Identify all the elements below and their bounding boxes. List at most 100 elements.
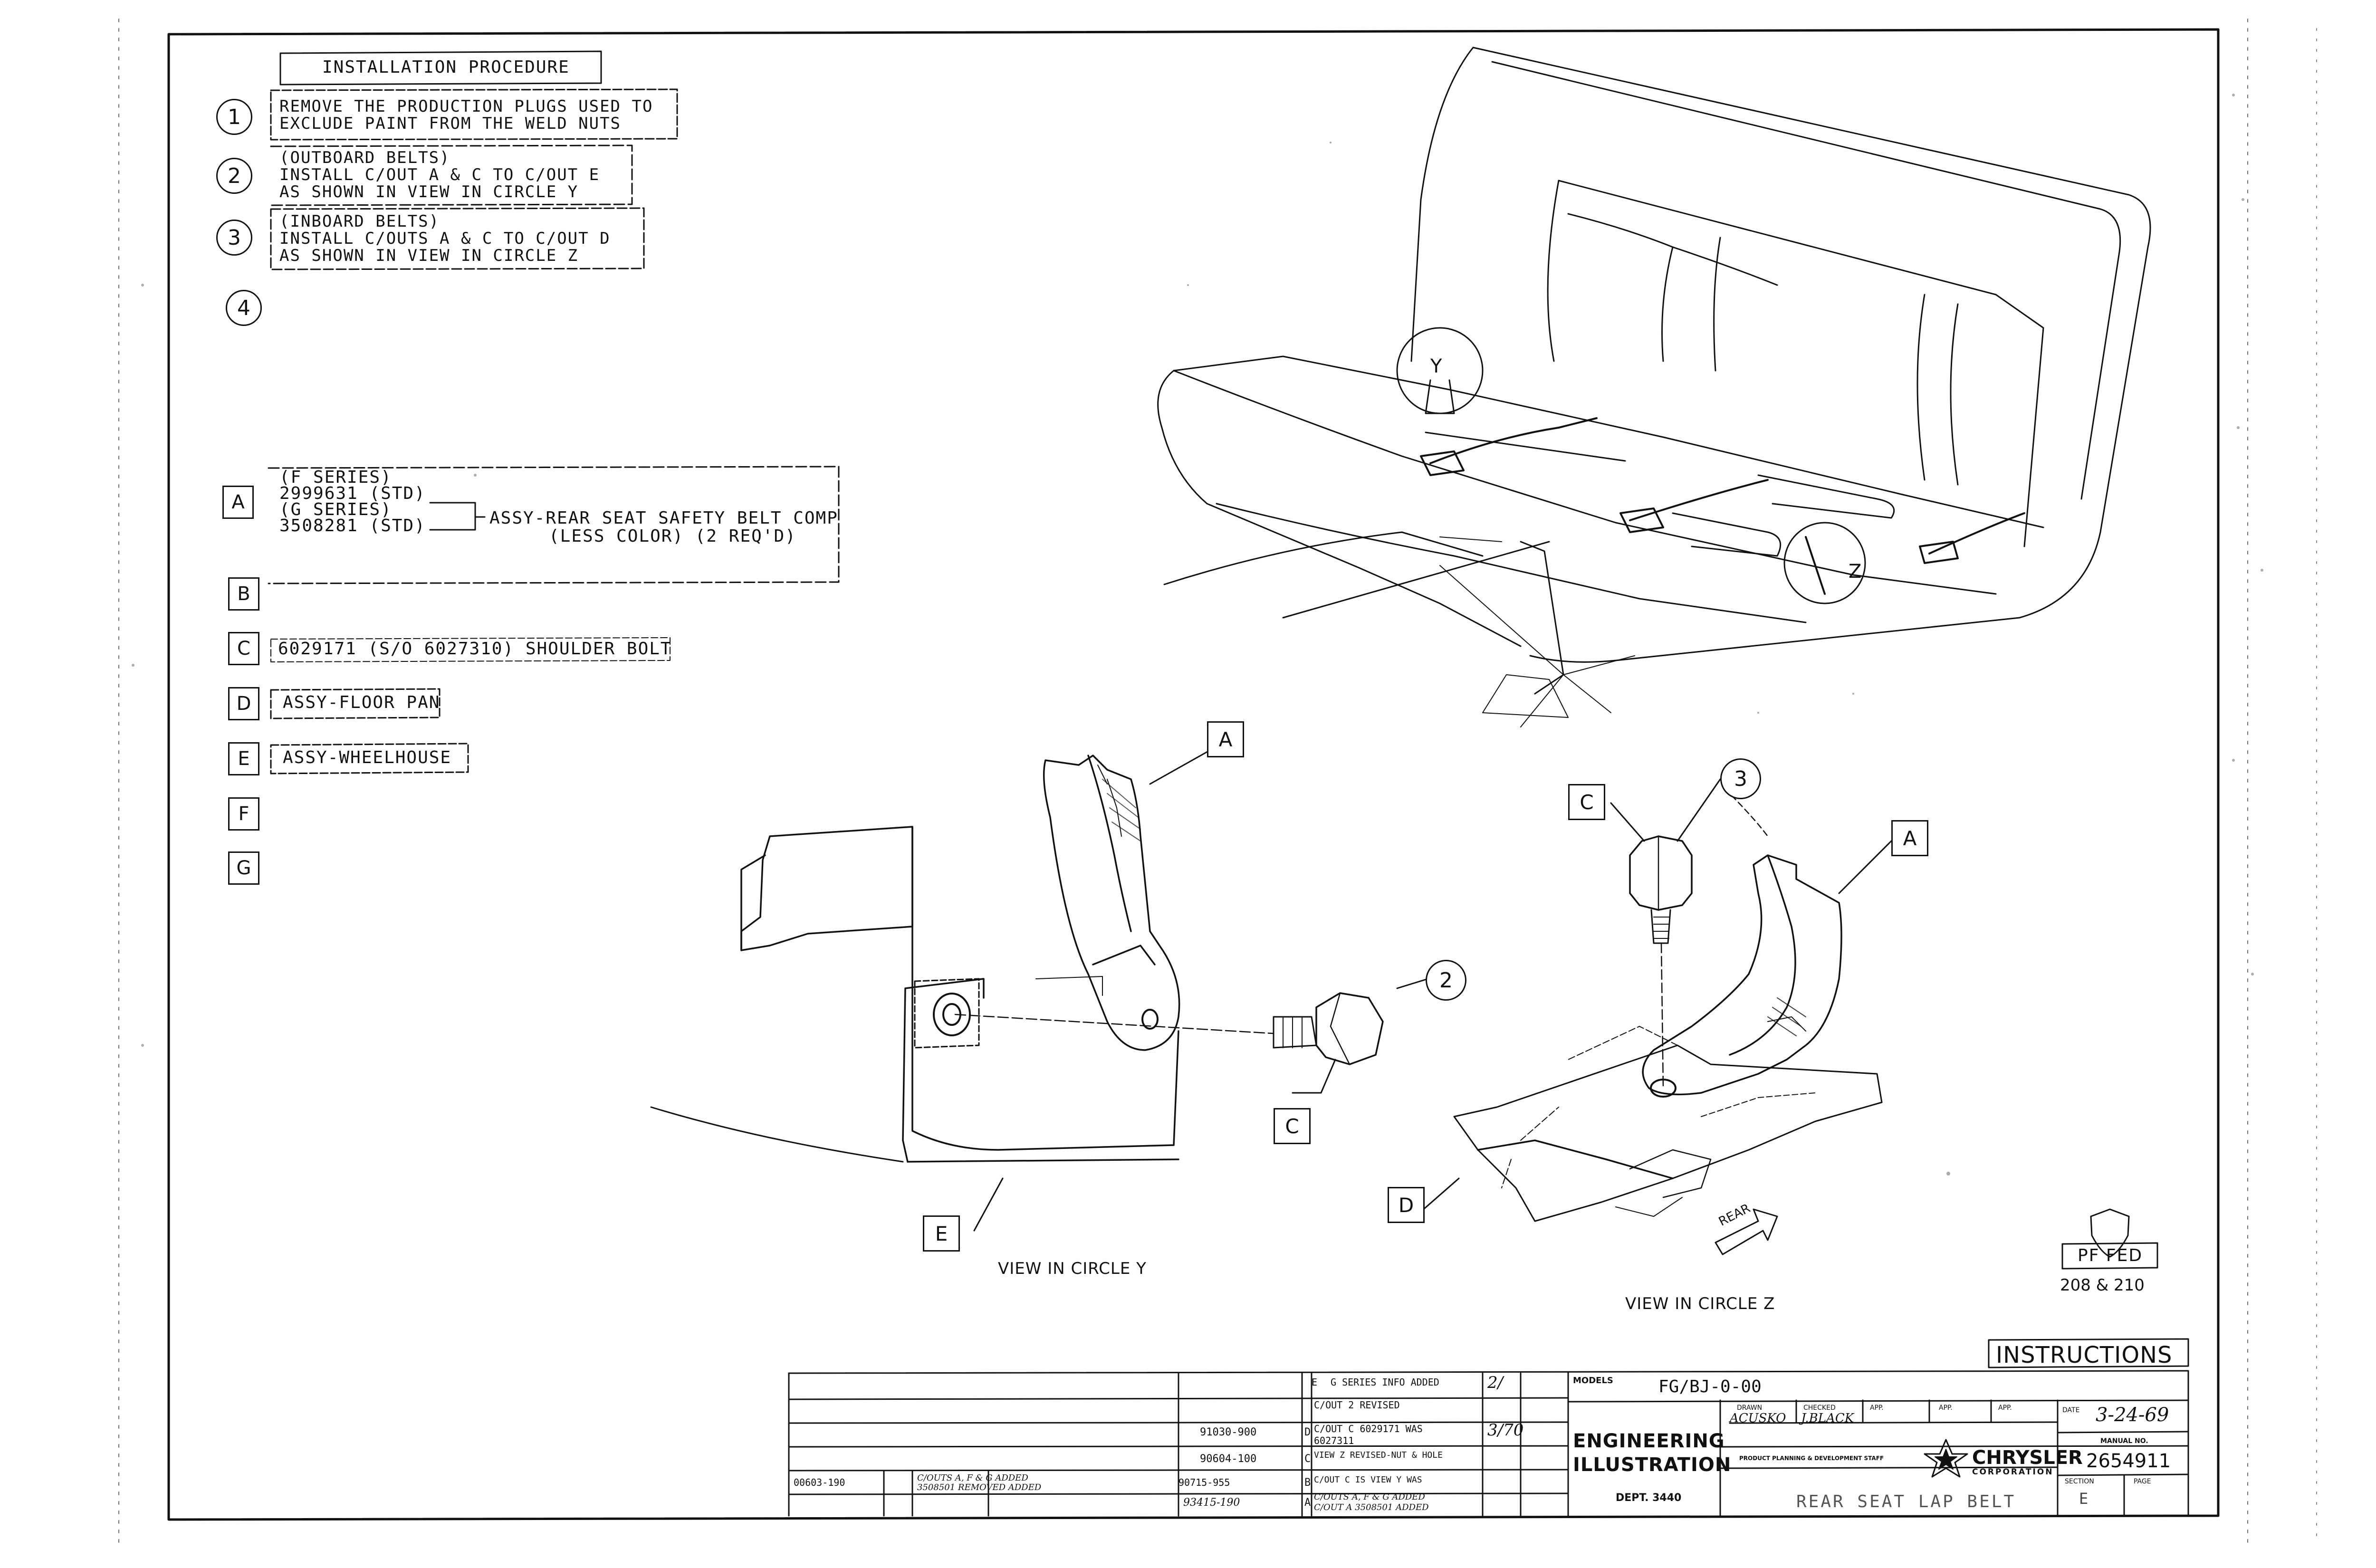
part-e-letter-text: E — [238, 748, 250, 770]
callout-z-a: A — [1891, 820, 1928, 856]
rev-b-letter: B — [1304, 1477, 1311, 1489]
part-a-line-3: (G SERIES) — [279, 500, 392, 519]
part-a-numbers: (F SERIES) 2999631 (STD) (G SERIES) 3508… — [279, 468, 426, 535]
part-a-box — [268, 466, 840, 584]
callout-z-c: C — [1568, 784, 1605, 820]
step-3-text: (INBOARD BELTS) INSTALL C/OUTS A & C TO … — [279, 213, 611, 264]
part-a-bracket — [429, 502, 486, 531]
rev-d-desc: C/OUT C 6029171 WAS — [1314, 1423, 1423, 1434]
rev-b-code: 90715-955 — [1178, 1477, 1230, 1488]
view-y-label: VIEW IN CIRCLE Y — [998, 1259, 1147, 1278]
rev-a-letter: A — [1304, 1497, 1311, 1509]
rev-d-desc-2: 6027311 — [1314, 1435, 1354, 1446]
title-block-lines — [788, 1338, 2189, 1517]
part-a-letter: A — [222, 486, 254, 519]
step-1-number: 1 — [216, 99, 252, 135]
step-1-line-2: EXCLUDE PAINT FROM THE WELD NUTS — [279, 114, 622, 133]
section-label: SECTION — [2065, 1478, 2094, 1485]
drawn-value: ACUSKO — [1730, 1411, 1786, 1425]
part-d-box — [270, 688, 441, 719]
part-a-line-4: 3508281 (STD) — [279, 516, 426, 535]
callout-z-a-text: A — [1903, 826, 1917, 850]
rev-e-desc: G SERIES INFO ADDED — [1331, 1377, 1439, 1388]
part-a-line-2: 2999631 (STD) — [279, 484, 426, 503]
step-2-line-2: INSTALL C/OUT A & C TO C/OUT E — [279, 165, 600, 184]
chrysler-pentastar — [1924, 1439, 1968, 1478]
step-3-label: 3 — [228, 225, 241, 250]
callout-y-2-text: 2 — [1439, 968, 1453, 993]
step-1-line-1: REMOVE THE PRODUCTION PLUGS USED TO — [279, 97, 653, 116]
app-label-2: APP. — [1939, 1404, 1953, 1412]
step-3-number: 3 — [216, 220, 252, 256]
staff-label: PRODUCT PLANNING & DEVELOPMENT STAFF — [1739, 1455, 1884, 1462]
rev-e-letter: E — [1312, 1377, 1318, 1388]
engineering-label: ENGINEERING — [1573, 1430, 1725, 1452]
part-a-letter-text: A — [231, 491, 245, 513]
rev-c-letter: C — [1304, 1453, 1311, 1465]
circle-z-marker: Z — [1849, 561, 1862, 583]
date-value: 3-24-69 — [2096, 1404, 2169, 1426]
rev-c-code: 90604-100 — [1200, 1453, 1257, 1465]
illustration-label: ILLUSTRATION — [1573, 1454, 1732, 1476]
view-z-illustration — [1420, 778, 1892, 1255]
rev-a-code: 93415-190 — [1183, 1497, 1240, 1509]
callout-y-e-text: E — [935, 1222, 948, 1245]
step3-box — [270, 207, 645, 270]
callout-z-3-text: 3 — [1734, 766, 1747, 791]
page-label: PAGE — [2134, 1478, 2151, 1485]
callout-z-3: 3 — [1720, 758, 1761, 799]
step-3-line-2: INSTALL C/OUTS A & C TO C/OUT D — [279, 229, 611, 248]
scan-noise — [132, 94, 2263, 1176]
part-g-letter: G — [228, 851, 259, 885]
callout-y-a-text: A — [1218, 727, 1233, 751]
manual-label: MANUAL NO. — [2100, 1437, 2148, 1445]
part-a-description-2: (LESS COLOR) (2 REQ'D) — [549, 526, 796, 546]
part-f-letter: F — [228, 797, 259, 831]
step-2-line-1: (OUTBOARD BELTS) — [279, 148, 450, 167]
step-1-text: REMOVE THE PRODUCTION PLUGS USED TO EXCL… — [279, 98, 653, 132]
callout-y-c: C — [1274, 1108, 1311, 1144]
circle-y-marker: Y — [1430, 355, 1442, 377]
app-label-3: APP. — [1998, 1404, 2012, 1412]
part-c-box — [270, 637, 671, 662]
part-e-description: ASSY-WHEELHOUSE — [283, 748, 452, 767]
part-g-letter-text: G — [236, 857, 251, 879]
part-d-letter: D — [228, 687, 259, 720]
rev-e2-desc: C/OUT 2 REVISED — [1314, 1399, 1400, 1411]
part-d-description: ASSY-FLOOR PAN — [283, 693, 441, 712]
rev-left-desc: C/OUTS A, F & G ADDED — [917, 1473, 1028, 1483]
callout-z-d-text: D — [1398, 1193, 1414, 1217]
models-value: FG/BJ-0-00 — [1658, 1377, 1762, 1396]
step-4-number: 4 — [226, 290, 262, 326]
app-label-1: APP. — [1870, 1404, 1884, 1412]
step-3-line-1: (INBOARD BELTS) — [279, 212, 440, 231]
checked-value: J.BLACK — [1801, 1411, 1854, 1425]
part-d-letter-text: D — [236, 693, 251, 715]
step-2-number: 2 — [216, 158, 252, 194]
instructions-title: INSTRUCTIONS — [1996, 1342, 2173, 1368]
part-c-letter-text: C — [237, 638, 250, 660]
rev-e-date: 2/ — [1487, 1373, 1504, 1392]
step-4-label: 4 — [237, 296, 250, 320]
step-1-label: 1 — [228, 105, 241, 129]
part-c-description: 6029171 (S/O 6027310) SHOULDER BOLT — [278, 639, 672, 659]
procedure-header-box — [279, 50, 602, 86]
rev-b-desc: C/OUT C IS VIEW Y WAS — [1314, 1475, 1422, 1485]
part-b-letter-text: B — [237, 583, 250, 605]
callout-y-e: E — [923, 1215, 960, 1252]
step-3-line-3: AS SHOWN IN VIEW IN CIRCLE Z — [279, 246, 579, 265]
step2-box — [270, 144, 633, 206]
pf-fed-label: PF FED — [2078, 1246, 2143, 1265]
corporation-wordmark: CORPORATION — [1972, 1467, 2054, 1477]
step-2-label: 2 — [228, 163, 241, 188]
model-numbers: 208 & 210 — [2060, 1276, 2145, 1295]
dept-label: DEPT. 3440 — [1616, 1492, 1682, 1504]
part-a-line-1: (F SERIES) — [279, 468, 392, 487]
rev-a-desc-2: C/OUT A 3508501 ADDED — [1314, 1502, 1429, 1512]
view-z-label: VIEW IN CIRCLE Z — [1625, 1294, 1775, 1313]
part-b-letter: B — [228, 577, 259, 611]
chrysler-wordmark: CHRYSLER — [1972, 1447, 2083, 1469]
pf-fed-box — [2061, 1242, 2158, 1270]
part-f-letter-text: F — [238, 803, 249, 825]
